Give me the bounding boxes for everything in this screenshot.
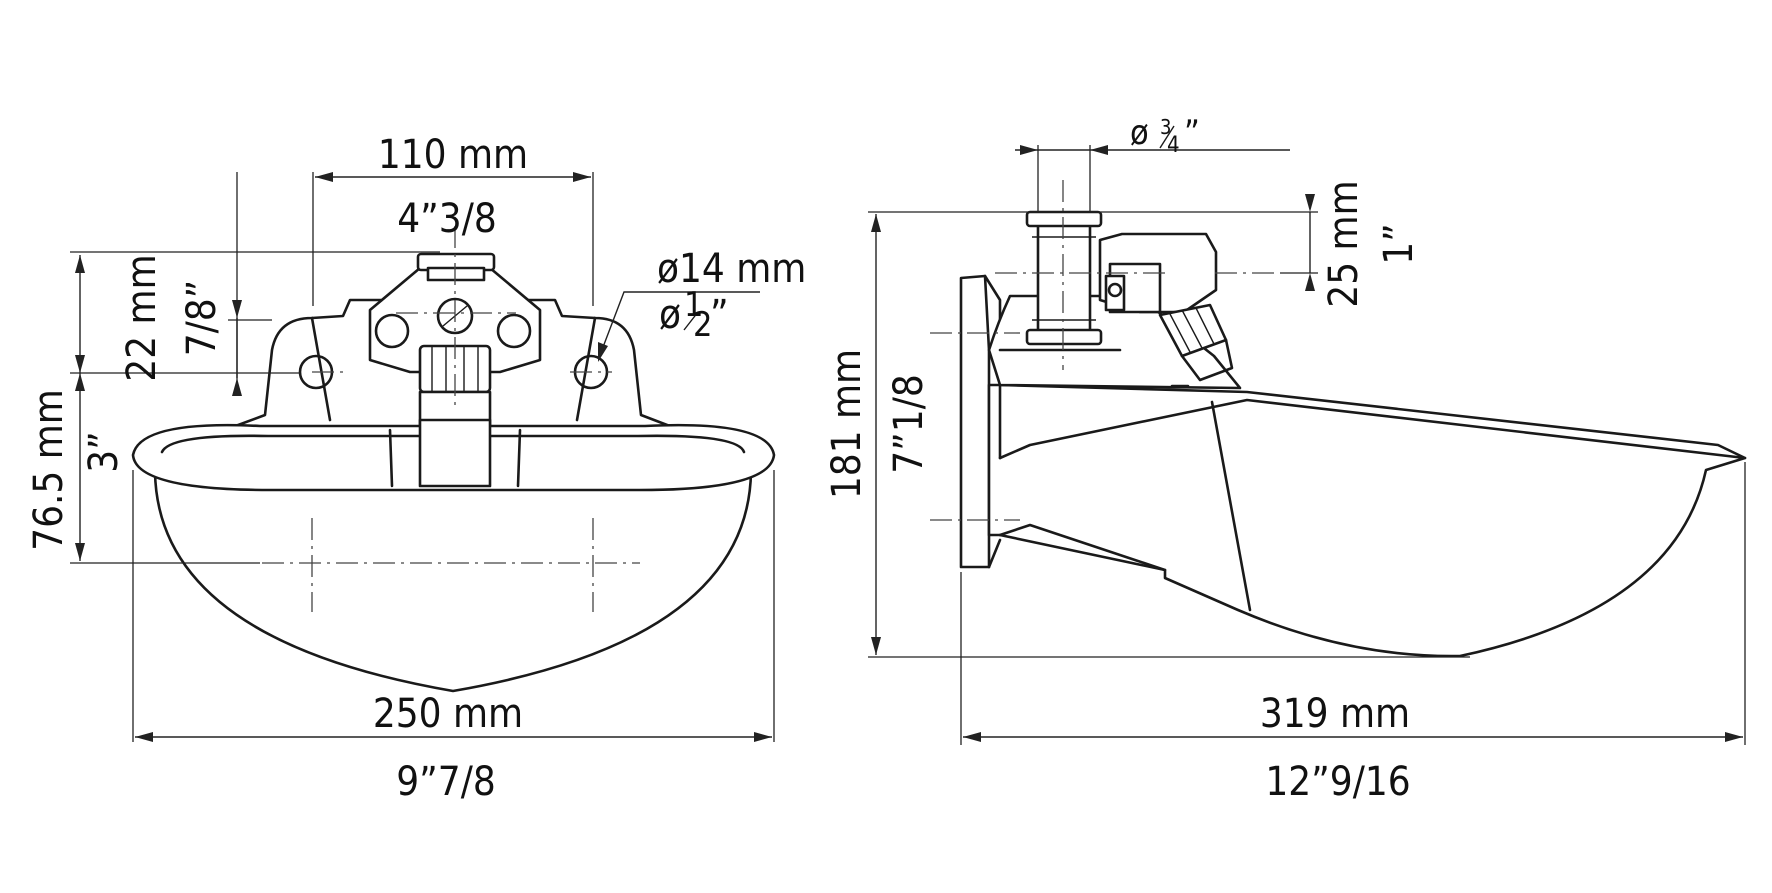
front-bolt-right xyxy=(496,313,532,349)
side-inlet-pipe xyxy=(1036,223,1092,335)
front-bracket-rib-left xyxy=(310,316,332,422)
bowl-width-in-label: 9”7/8 xyxy=(396,759,495,805)
bowl-depth-mm-label: 76.5 mm xyxy=(26,389,72,551)
svg-text:ø: ø xyxy=(659,292,681,338)
hole-diameter-mm-label: ø14 mm xyxy=(657,246,806,292)
side-wall-plate xyxy=(959,274,991,569)
front-inlet-neck xyxy=(426,266,486,282)
side-bowl-body xyxy=(987,383,1747,658)
top-offset-in-label: 7/8” xyxy=(179,280,225,357)
total-height-mm-label: 181 mm xyxy=(824,349,870,499)
front-center-screw xyxy=(436,297,474,335)
svg-text:”: ” xyxy=(1184,113,1200,153)
svg-text:1: 1 xyxy=(684,285,703,325)
side-bowl-rim xyxy=(998,398,1747,460)
side-inlet-cap-top xyxy=(1025,210,1103,228)
svg-text:4: 4 xyxy=(1167,133,1180,158)
top-offset-mm-label: 22 mm xyxy=(119,254,165,381)
svg-text:”: ” xyxy=(710,292,729,338)
total-length-mm-label: 319 mm xyxy=(1260,691,1410,737)
side-view: ø 3 4 ” 25 mm 1” 181 mm 7”1/8 319 mm 12”… xyxy=(824,113,1747,805)
svg-text:3: 3 xyxy=(1160,115,1171,139)
bowl-depth-in-label: 3” xyxy=(81,431,127,473)
hole-diameter-in-label: ø 1 2 ” xyxy=(659,285,729,345)
pipe-diameter-label: ø 3 4 ” xyxy=(1130,113,1200,158)
total-length-in-label: 12”9/16 xyxy=(1265,759,1410,805)
bowl-width-mm-label: 250 mm xyxy=(373,691,523,737)
inlet-offset-in-label: 1” xyxy=(1376,223,1422,265)
front-bolt-left xyxy=(374,313,410,349)
inlet-spacing-mm-label: 110 mm xyxy=(378,132,528,178)
front-bracket-rib-right xyxy=(575,316,597,422)
side-inlet-cap-bottom xyxy=(1025,328,1103,346)
front-stem-shroud xyxy=(388,428,522,488)
total-height-in-label: 7”1/8 xyxy=(886,374,932,473)
svg-text:2: 2 xyxy=(693,305,712,345)
front-bowl-body xyxy=(153,470,753,693)
inlet-spacing-in-label: 4”3/8 xyxy=(397,196,496,242)
front-valve-stem-front xyxy=(418,418,492,488)
svg-text:ø: ø xyxy=(1130,113,1149,153)
front-view: 110 mm 4”3/8 250 mm 9”7/8 22 mm 7/8” 76.… xyxy=(26,132,806,805)
inlet-offset-mm-label: 25 mm xyxy=(1321,180,1367,307)
